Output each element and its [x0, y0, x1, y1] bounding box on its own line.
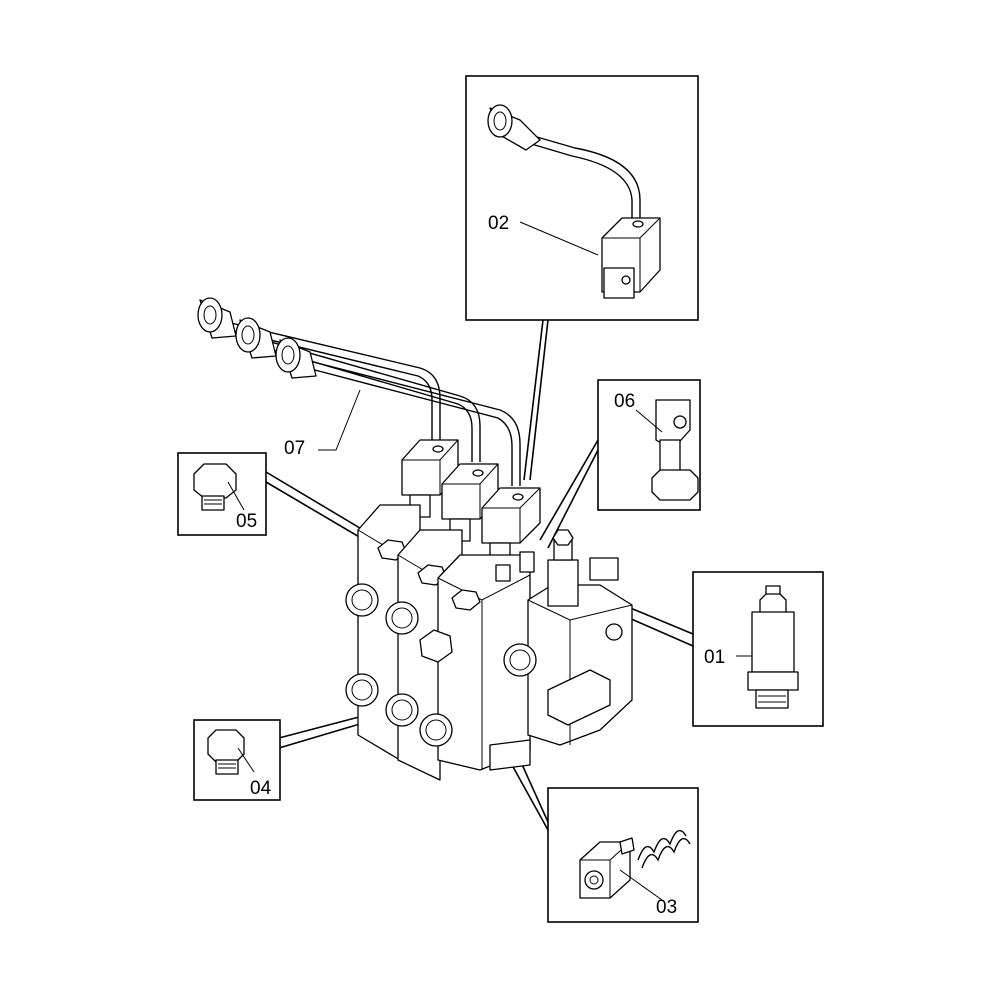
leader-03-a [519, 759, 549, 823]
inset-02-leader [519, 221, 599, 256]
relief-valve [547, 529, 579, 607]
callout-01: 01 [704, 647, 725, 668]
inset-02-rod [529, 134, 641, 220]
callout-03: 03 [656, 897, 677, 918]
lever-3-rod [289, 355, 521, 486]
inset-05-hex [193, 463, 237, 499]
inset-05 [177, 452, 267, 536]
lever-1-rod-inner [212, 325, 433, 440]
inset-04 [193, 719, 281, 801]
knob-1 [197, 297, 237, 339]
callout-07: 07 [284, 438, 305, 459]
callout-07-leader [318, 389, 361, 451]
lever-1-rod [209, 317, 441, 440]
inset-05-leader [227, 481, 245, 511]
inset-06 [597, 379, 701, 511]
inset-01 [692, 571, 824, 727]
knob-3 [275, 337, 317, 379]
inset-06-nut [651, 469, 699, 501]
valve-section-3 [419, 554, 531, 771]
callout-04: 04 [250, 778, 272, 799]
inset-03-spring [637, 829, 687, 861]
inset-01-body [751, 611, 795, 673]
callout-06: 06 [614, 391, 635, 412]
inset-02-rod-inner [527, 142, 633, 220]
valve-section-1 [345, 504, 421, 761]
valve-assembly [197, 297, 633, 781]
end-section [503, 557, 633, 746]
inset-02 [465, 75, 699, 321]
callout-02: 02 [488, 213, 509, 234]
callout-05: 05 [236, 511, 257, 532]
leader-02-b [523, 319, 544, 481]
knob-2 [235, 317, 277, 359]
spool-pin [519, 551, 535, 573]
inset-06-clevis [655, 399, 691, 451]
lever-3-rod-inner [291, 363, 513, 486]
lever-2-rod [249, 335, 481, 462]
inset-06-leader [635, 409, 663, 433]
inset-04-leader [237, 747, 255, 773]
inset-03-leader [619, 869, 663, 901]
inset-04-hex [207, 729, 245, 763]
spool-end [495, 564, 511, 582]
leader-06-a [539, 439, 599, 541]
lever-2-rod-inner [251, 343, 473, 462]
inset-03 [547, 787, 699, 923]
leader-02-a [529, 319, 549, 481]
leader-03-b [511, 764, 549, 831]
